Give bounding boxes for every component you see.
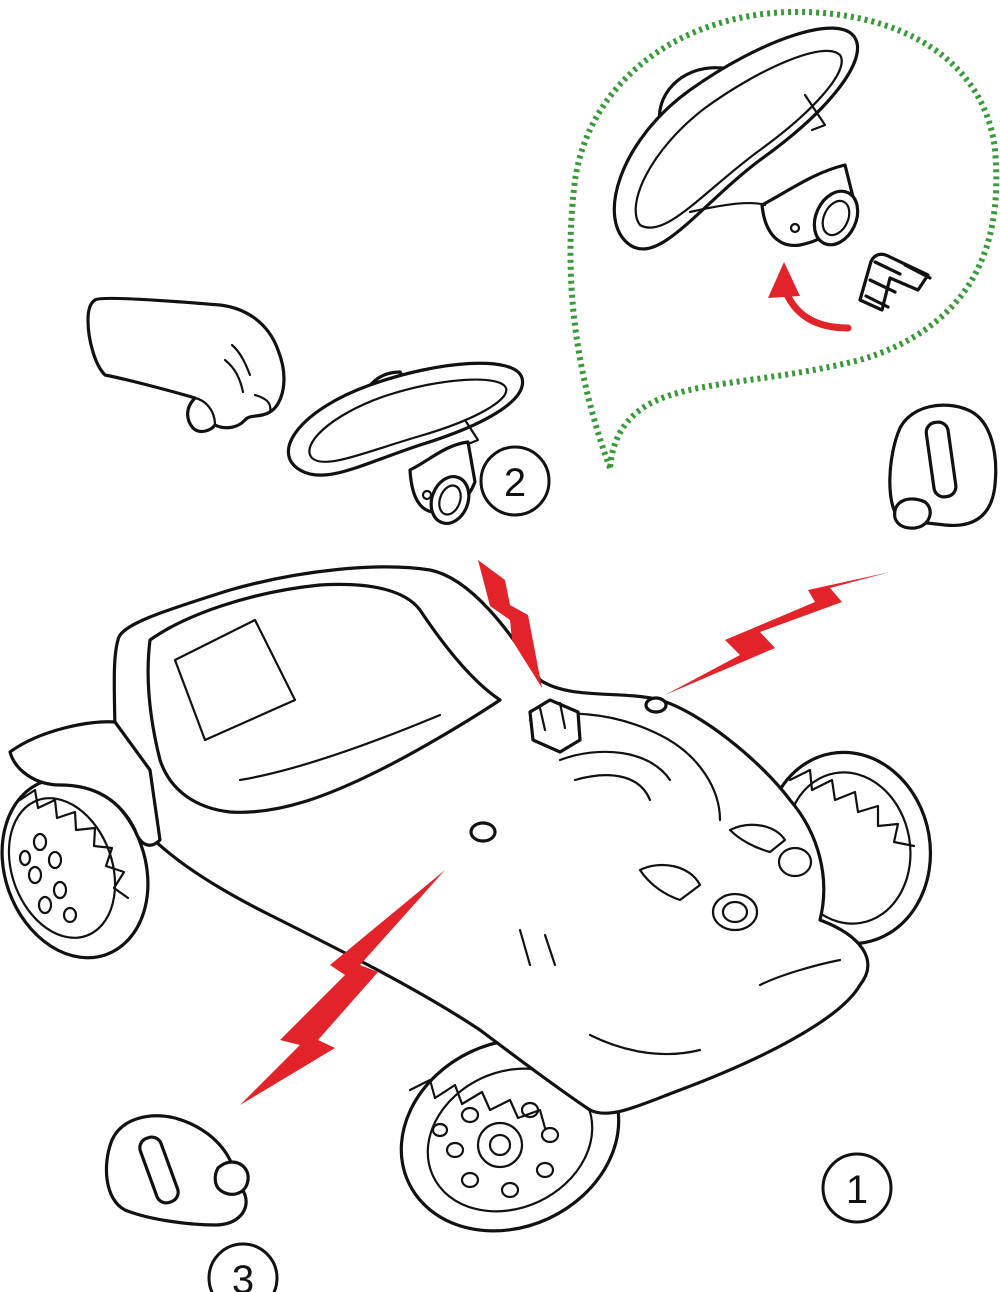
hand-finger bbox=[193, 396, 217, 427]
cap-right-slot bbox=[924, 420, 958, 499]
front-left-hub bbox=[476, 1121, 524, 1169]
arrow-wheel-to-mount bbox=[478, 560, 542, 688]
hand-fingertip bbox=[253, 393, 272, 414]
front-grille bbox=[758, 958, 842, 987]
cap-left-tab bbox=[213, 1160, 250, 1196]
clip-ribs bbox=[864, 260, 902, 309]
left-headlight-bezel bbox=[638, 863, 702, 902]
wheel-pin-hole bbox=[421, 489, 433, 501]
wheel-bore bbox=[438, 484, 462, 516]
step-1-label: 1 bbox=[846, 1168, 868, 1212]
step-2-marker: 2 bbox=[479, 445, 551, 517]
steering-wheel-detail-icon bbox=[612, 26, 860, 251]
wheel-detail-rim-inner bbox=[634, 49, 843, 229]
wheel-detail-tab bbox=[803, 93, 827, 132]
steering-wheel-icon bbox=[286, 361, 525, 525]
wheel-detail-rim bbox=[612, 26, 860, 251]
body-side-slot bbox=[518, 928, 557, 967]
step-3-marker: 3 bbox=[207, 1242, 279, 1292]
left-headlight bbox=[711, 892, 759, 932]
insert-clip-arrow bbox=[768, 262, 852, 332]
hand-knuckle-1 bbox=[230, 343, 252, 377]
cap-right-tab bbox=[893, 497, 932, 530]
right-headlight bbox=[777, 846, 813, 878]
cap-left-slot bbox=[138, 1135, 180, 1205]
step-2-label: 2 bbox=[504, 461, 526, 505]
step-2-circle bbox=[479, 445, 551, 517]
step-1-circle bbox=[821, 1152, 893, 1224]
steering-mount bbox=[528, 698, 582, 754]
arrow-cap-right-to-hole bbox=[665, 572, 890, 695]
front-bumper-line bbox=[588, 1033, 702, 1056]
seat-edge bbox=[238, 713, 442, 782]
wheel-tab bbox=[463, 418, 480, 446]
step-1-marker: 1 bbox=[821, 1152, 893, 1224]
cap-mount-hole-left bbox=[469, 821, 497, 843]
hood-vents bbox=[558, 750, 672, 802]
wheel-detail-bore bbox=[821, 199, 851, 237]
rear-fender-left bbox=[8, 720, 162, 847]
detail-callout bbox=[567, 8, 1000, 470]
hand-knuckle-2 bbox=[223, 358, 245, 394]
cap-icon-right bbox=[888, 403, 998, 530]
callout-dotted-border bbox=[567, 8, 1000, 470]
left-headlight-inner bbox=[721, 900, 749, 924]
arrow-cap-left-to-hole bbox=[240, 870, 445, 1105]
rear-left-hub-dots bbox=[18, 832, 78, 924]
wheel-detail-pin-hole bbox=[789, 222, 801, 234]
wheel-detail-spoke bbox=[688, 201, 767, 214]
step-3-circle bbox=[207, 1242, 279, 1292]
wheel-rim-inner bbox=[308, 378, 508, 463]
ride-on-car-icon bbox=[0, 565, 933, 1233]
car-seat bbox=[146, 582, 502, 814]
clip-arm bbox=[903, 263, 932, 280]
cap-mount-hole-right bbox=[644, 696, 668, 714]
clip-body bbox=[858, 252, 930, 312]
seat-panel bbox=[173, 618, 297, 742]
hand-outline bbox=[86, 296, 286, 434]
hand-icon bbox=[86, 296, 286, 434]
step-3-label: 3 bbox=[232, 1258, 254, 1292]
clip-icon bbox=[858, 252, 932, 312]
cap-icon-left bbox=[104, 1114, 250, 1227]
wheel-rim bbox=[286, 361, 525, 477]
front-left-hub-dots bbox=[431, 1101, 560, 1199]
right-headlight-bezel bbox=[728, 823, 787, 854]
